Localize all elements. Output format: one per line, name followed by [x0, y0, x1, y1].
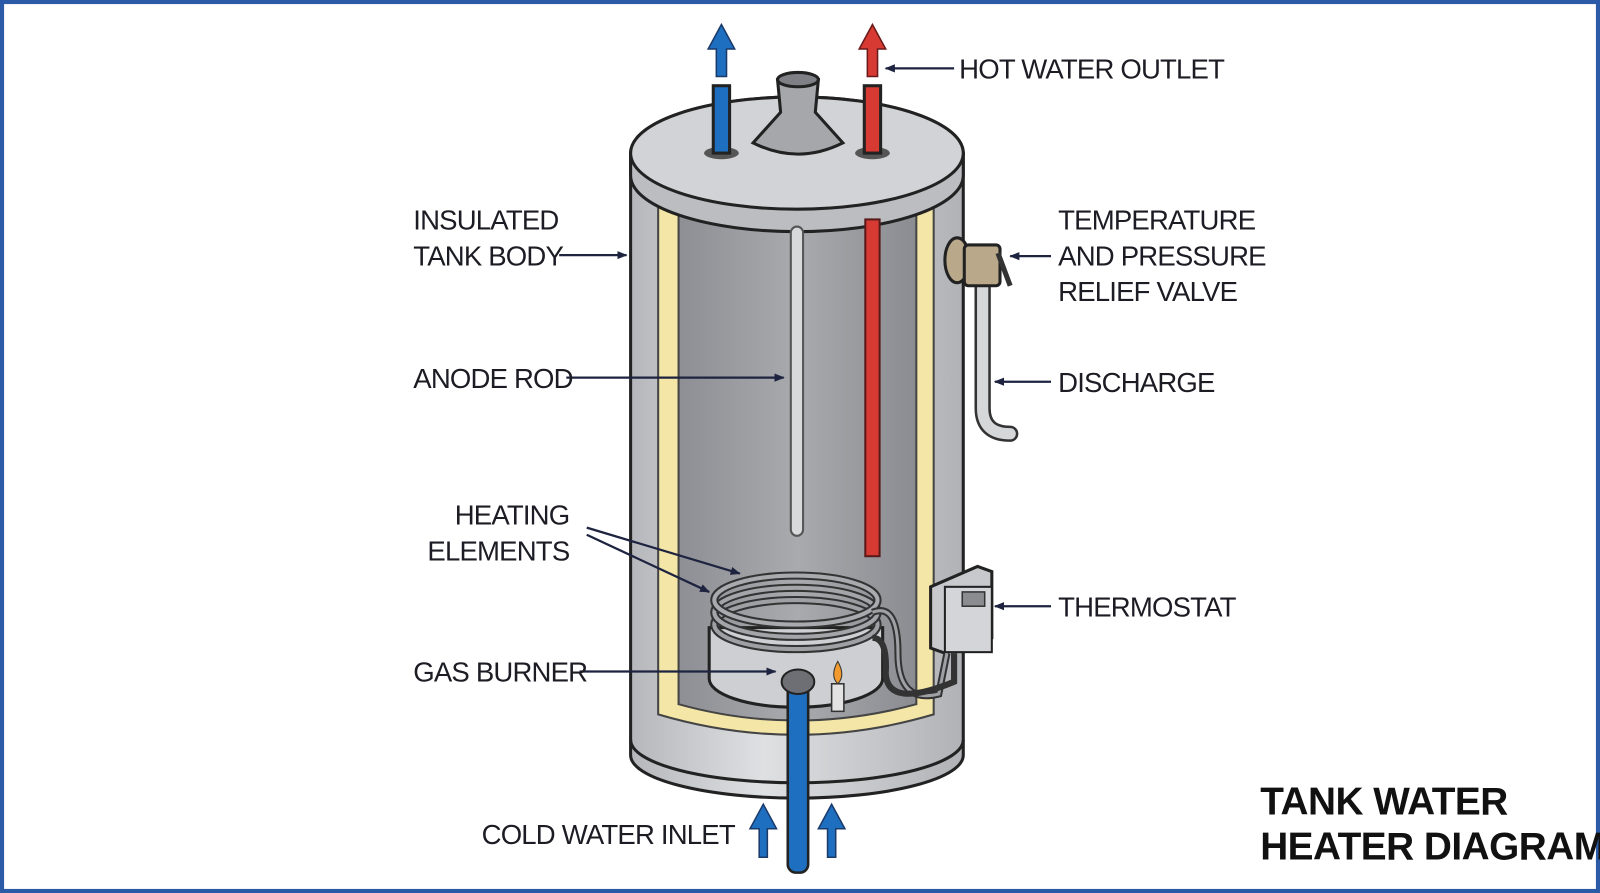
label-insulated-tank-body-2: TANK BODY — [413, 240, 563, 271]
inlet-arrow-right-icon — [817, 802, 847, 859]
inlet-arrow-left-icon — [748, 802, 778, 859]
label-insulated-tank-body-1: INSULATED — [413, 205, 558, 236]
diagram-title-line2: HEATER DIAGRAM — [1260, 825, 1600, 868]
tpr-valve — [943, 236, 1019, 442]
label-heating-elements-1: HEATING — [455, 500, 570, 531]
heating-coil — [710, 571, 958, 700]
hot-up-arrow-icon — [857, 22, 887, 78]
label-heating-elements-2: ELEMENTS — [427, 535, 569, 566]
anode-rod — [789, 225, 805, 537]
label-tpr-valve-2: AND PRESSURE — [1058, 240, 1266, 271]
hot-water-outlet-pipe — [855, 22, 890, 160]
leader-lines — [559, 64, 1052, 676]
cold-water-inlet-pipe — [748, 668, 847, 874]
dip-tube — [864, 218, 881, 558]
label-hot-water-outlet: HOT WATER OUTLET — [959, 54, 1225, 85]
diagram-title-line1: TANK WATER — [1260, 780, 1508, 823]
pilot-flame-icon — [833, 660, 843, 685]
thermostat-box — [929, 564, 994, 655]
label-thermostat: THERMOSTAT — [1058, 591, 1236, 622]
cold-outlet-pipe — [704, 22, 739, 160]
label-gas-burner: GAS BURNER — [413, 657, 587, 688]
label-tpr-valve-3: RELIEF VALVE — [1058, 276, 1237, 307]
label-anode-rod: ANODE ROD — [413, 363, 572, 394]
label-cold-water-inlet: COLD WATER INLET — [482, 819, 736, 850]
cold-up-arrow-icon — [706, 22, 736, 78]
label-tpr-valve-1: TEMPERATURE — [1058, 205, 1256, 236]
label-discharge: DISCHARGE — [1058, 367, 1215, 398]
flue-vent — [750, 70, 846, 156]
